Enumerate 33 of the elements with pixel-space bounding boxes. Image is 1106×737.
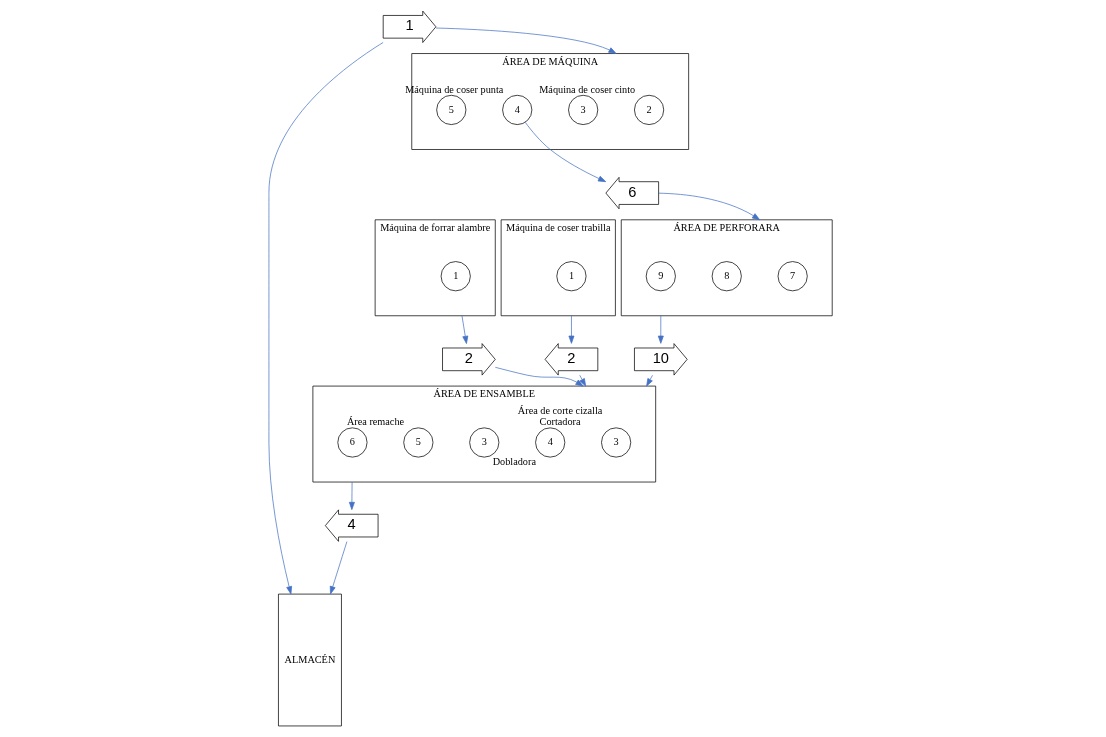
arrow bbox=[578, 374, 586, 387]
node-circle: 5 bbox=[435, 94, 466, 125]
arrow bbox=[461, 315, 468, 344]
node-label: Dobladora bbox=[492, 456, 536, 468]
arrow bbox=[268, 42, 383, 595]
arrow bbox=[435, 27, 616, 54]
arrow bbox=[645, 374, 653, 387]
arrow bbox=[329, 541, 347, 595]
node-box: ALMACÉN bbox=[277, 593, 342, 727]
node-circle: 3 bbox=[567, 94, 598, 125]
node-circle: 4 bbox=[501, 94, 532, 125]
node-label: Área de corte cizalla bbox=[517, 405, 602, 417]
node-circle: 5 bbox=[402, 427, 433, 458]
arrow bbox=[657, 315, 664, 344]
arrow bbox=[524, 121, 606, 183]
node-circle: 8 bbox=[711, 261, 742, 292]
arrow bbox=[568, 315, 574, 344]
arrow bbox=[348, 481, 355, 510]
node-circle: 2 bbox=[633, 94, 664, 125]
node-label: Cortadora bbox=[539, 416, 581, 428]
node-label: Área remache bbox=[346, 416, 404, 428]
node-label: Máquina de coser punta bbox=[404, 83, 503, 95]
node-circle: 9 bbox=[645, 261, 676, 292]
node-circle: 1 bbox=[440, 261, 471, 292]
node-circle: 3 bbox=[468, 427, 499, 458]
arrow bbox=[658, 192, 760, 221]
node-circle: 7 bbox=[777, 261, 808, 292]
node-label: Máquina de coser cinto bbox=[538, 83, 635, 95]
arrow bbox=[494, 366, 584, 387]
node-circle: 1 bbox=[555, 261, 586, 292]
node-circle: 6 bbox=[336, 427, 367, 458]
node-circle: 3 bbox=[600, 427, 631, 458]
node-circle: 4 bbox=[534, 427, 565, 458]
